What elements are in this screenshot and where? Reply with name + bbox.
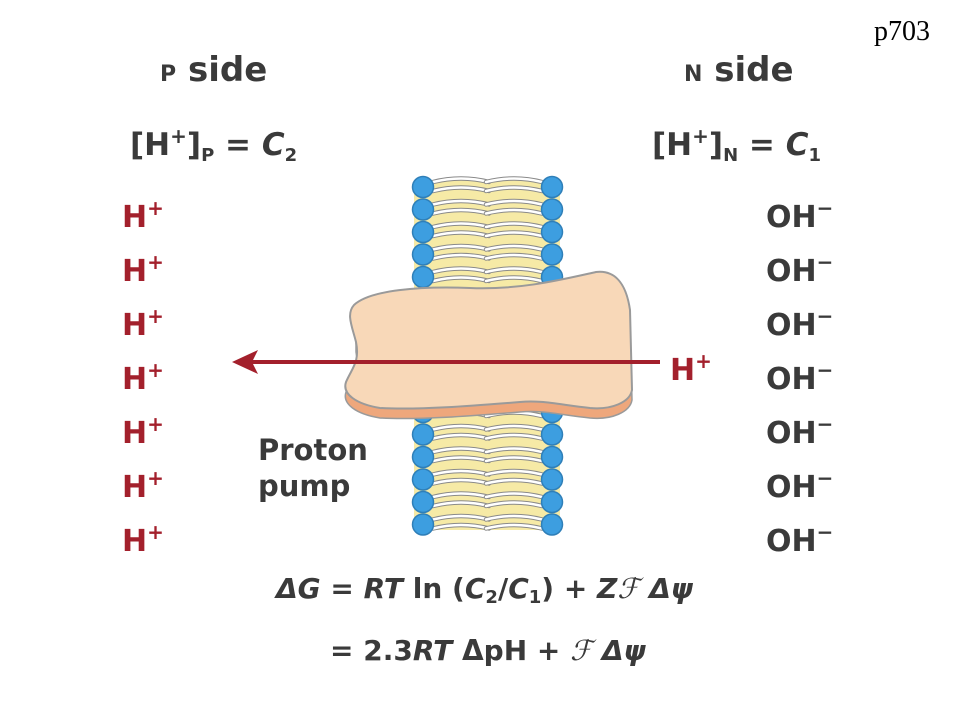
proton-ion: H+ bbox=[122, 358, 164, 397]
p-conc-equals: = bbox=[214, 127, 262, 163]
lipid-head bbox=[540, 423, 564, 446]
hydroxide-ion: OH− bbox=[766, 250, 834, 289]
proton-pump-label: Proton pump bbox=[258, 432, 368, 504]
p-side-letter: P bbox=[160, 62, 177, 87]
proton-pump-body bbox=[344, 270, 634, 410]
lipid-head bbox=[540, 468, 564, 491]
lipid-head bbox=[411, 513, 435, 536]
lipid-head bbox=[411, 265, 435, 289]
lipid-tail bbox=[484, 231, 544, 238]
p-side-concentration: [H+]P = C2 bbox=[130, 124, 297, 166]
lipid-tail bbox=[484, 456, 544, 463]
lipid-head bbox=[540, 243, 564, 266]
lipid-tail bbox=[484, 501, 544, 508]
lipid-head bbox=[411, 198, 435, 221]
proton-ion: H+ bbox=[122, 196, 164, 235]
lipid-tail bbox=[484, 244, 544, 251]
proton-ion: H+ bbox=[122, 466, 164, 505]
lipid-head bbox=[411, 175, 435, 199]
free-energy-equation: ΔG = RT ln (C2/C1) + Zℱ Δψ bbox=[276, 572, 694, 608]
p-side-proton-column: H+ H+ H+ H+ H+ H+ H+ bbox=[122, 190, 164, 568]
lipid-tail bbox=[484, 199, 544, 206]
p-conc-charge: + bbox=[170, 124, 187, 148]
lipid-tail bbox=[484, 492, 544, 499]
p-side-title: P side bbox=[160, 50, 267, 90]
lipid-tail bbox=[484, 208, 544, 215]
lipid-head bbox=[411, 445, 435, 469]
lipid-tail bbox=[484, 253, 544, 260]
transported-proton: H+ bbox=[670, 349, 712, 388]
lipid-head bbox=[411, 423, 435, 446]
lipid-tail bbox=[484, 514, 544, 521]
free-energy-equation-ph-form: = 2.3RT ΔpH + ℱ Δψ bbox=[330, 634, 646, 667]
lipid-tail bbox=[484, 276, 544, 283]
p-conc-variable: C bbox=[261, 127, 285, 163]
lipid-head bbox=[411, 468, 435, 491]
hydroxide-ion: OH− bbox=[766, 466, 834, 505]
p-conc-bracket: ] bbox=[186, 127, 202, 163]
proton-arrow-head bbox=[232, 350, 258, 374]
lipid-head bbox=[411, 220, 435, 244]
hydroxide-ion: OH− bbox=[766, 358, 834, 397]
lipid-head bbox=[540, 445, 564, 469]
lipid-tail bbox=[484, 222, 544, 229]
page-reference: p703 bbox=[874, 16, 930, 47]
lipid-head bbox=[540, 175, 564, 199]
lipid-tail bbox=[484, 267, 544, 274]
lipid-tail bbox=[484, 186, 544, 193]
proton-ion: H+ bbox=[122, 304, 164, 343]
p-conc-variable-subscript: 2 bbox=[284, 145, 298, 166]
pump-label-line1: Proton bbox=[258, 433, 368, 467]
lipid-head bbox=[540, 220, 564, 244]
lipid-head bbox=[540, 490, 564, 514]
lipid-tail bbox=[484, 523, 544, 530]
p-conc-subscript: P bbox=[201, 145, 215, 166]
n-conc-charge: + bbox=[692, 124, 709, 148]
pump-label-line2: pump bbox=[258, 469, 351, 503]
n-conc-equals: = bbox=[738, 127, 786, 163]
n-conc-variable-subscript: 1 bbox=[808, 145, 821, 166]
n-side-letter: N bbox=[684, 62, 703, 87]
n-side-concentration: [H+]N = C1 bbox=[652, 124, 821, 166]
n-conc-subscript: N bbox=[723, 145, 739, 166]
lipid-tail bbox=[484, 177, 544, 184]
n-side-word: side bbox=[714, 50, 794, 90]
proton-ion: H+ bbox=[122, 412, 164, 451]
lipid-head bbox=[540, 513, 564, 536]
proton-ion: H+ bbox=[122, 250, 164, 289]
proton-ion: H+ bbox=[122, 520, 164, 559]
lipid-head bbox=[540, 198, 564, 221]
lipid-head bbox=[411, 490, 435, 514]
lipid-head bbox=[411, 243, 435, 266]
lipid-tail bbox=[484, 447, 544, 454]
hydroxide-ion: OH− bbox=[766, 412, 834, 451]
lipid-tail bbox=[484, 478, 544, 485]
n-conc-label: [H bbox=[652, 127, 693, 163]
p-side-word: side bbox=[187, 50, 268, 90]
hydroxide-ion: OH− bbox=[766, 304, 834, 343]
lipid-tail bbox=[484, 433, 544, 440]
n-conc-bracket: ] bbox=[708, 127, 724, 163]
n-side-title: N side bbox=[684, 50, 794, 90]
hydroxide-ion: OH− bbox=[766, 196, 834, 235]
n-conc-variable: C bbox=[785, 127, 809, 163]
p-conc-label: [H bbox=[130, 127, 171, 163]
hydroxide-ion: OH− bbox=[766, 520, 834, 559]
lipid-tail bbox=[484, 469, 544, 476]
n-side-hydroxide-column: OH− OH− OH− OH− OH− OH− OH− bbox=[766, 190, 833, 568]
lipid-tail bbox=[484, 424, 544, 431]
